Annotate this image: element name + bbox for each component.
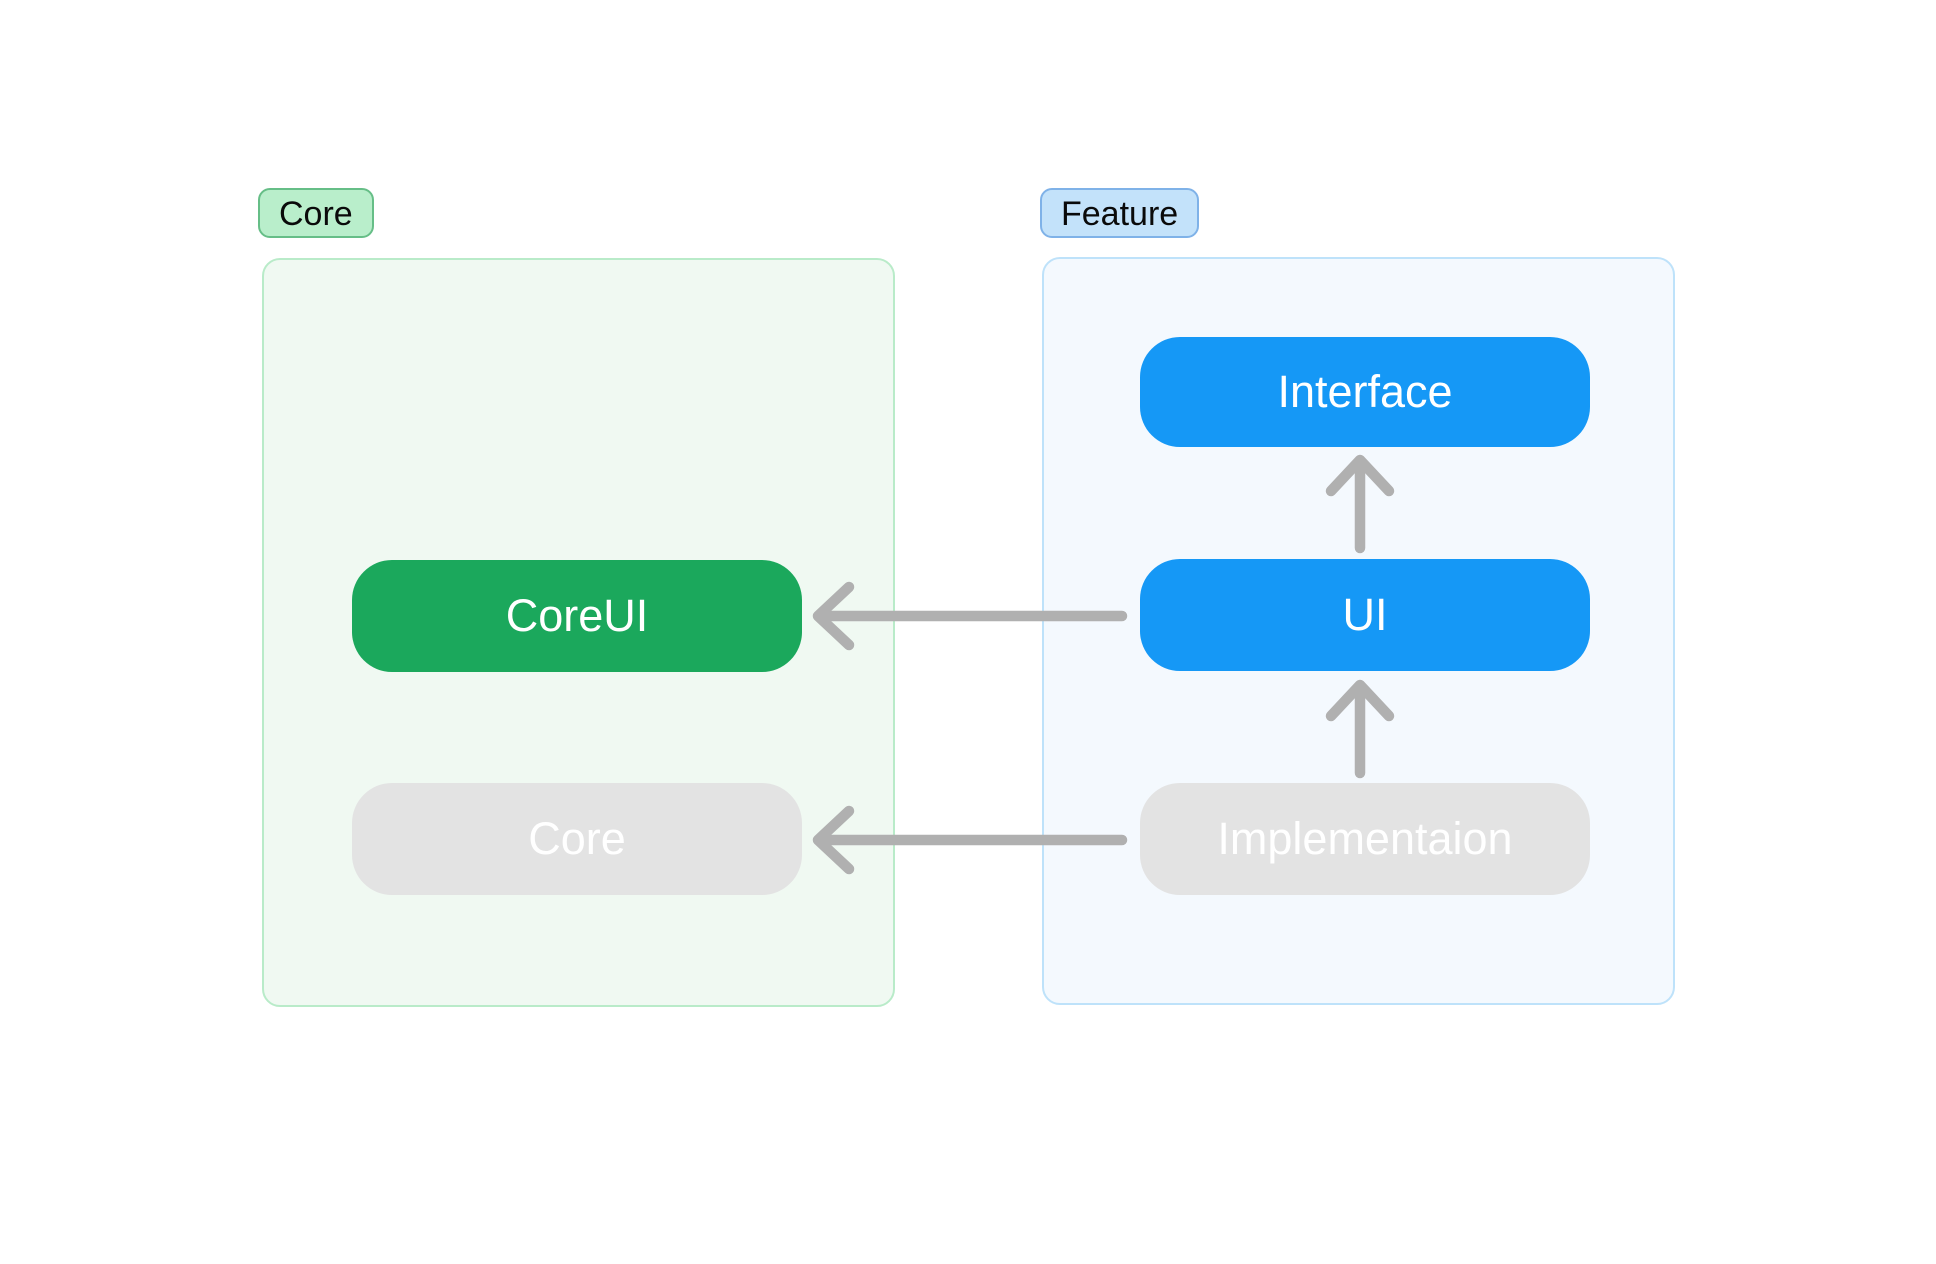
node-interface: Interface bbox=[1140, 337, 1590, 447]
node-coreui: CoreUI bbox=[352, 560, 802, 672]
node-implementation: Implementaion bbox=[1140, 783, 1590, 895]
node-ui: UI bbox=[1140, 559, 1590, 671]
node-core: Core bbox=[352, 783, 802, 895]
feature-group-tag: Feature bbox=[1040, 188, 1200, 238]
core-group-tag: Core bbox=[258, 188, 374, 238]
